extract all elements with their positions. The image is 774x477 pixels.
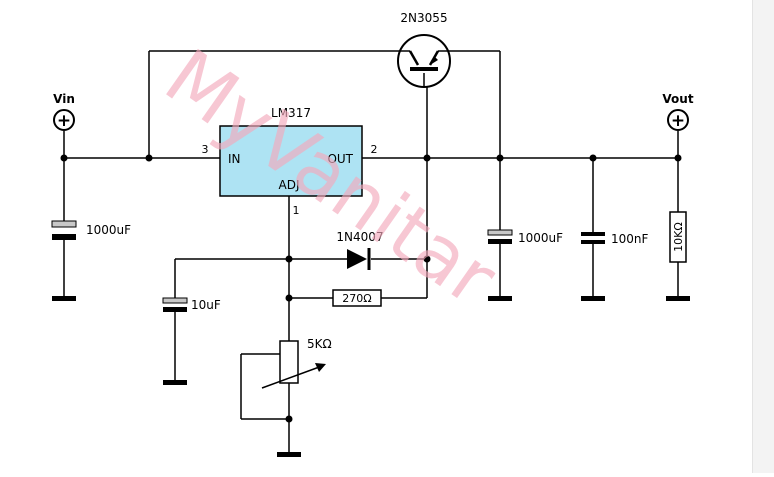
vout-label: Vout — [662, 92, 693, 106]
junction-dots — [60, 154, 682, 423]
lm317-pin-out: OUT — [327, 152, 353, 166]
vout-terminal: + Vout — [662, 92, 694, 131]
transistor-2n3055: 2N3055 — [396, 11, 452, 88]
lm317-pin-2: 2 — [371, 143, 378, 156]
resistor-load: 10KΩ — [669, 211, 687, 263]
vout-terminal-symbol: + — [671, 111, 685, 131]
capacitor-output-1: 1000uF — [487, 229, 563, 245]
resistor-ref-label: 270Ω — [342, 292, 371, 305]
capacitor-adj: 10uF — [162, 297, 221, 312]
lm317-label: LM317 — [271, 106, 311, 120]
ground-symbol — [488, 296, 512, 301]
ground-symbol — [581, 296, 605, 301]
scrollbar-panel — [752, 0, 774, 473]
lm317-pin-3: 3 — [202, 143, 209, 156]
vin-label: Vin — [53, 92, 75, 106]
ground-symbols — [52, 296, 690, 457]
resistor-ref: 270Ω — [332, 289, 382, 307]
watermark-text: MyVanitar — [150, 32, 513, 323]
vin-terminal-symbol: + — [57, 111, 71, 131]
ground-symbol — [666, 296, 690, 301]
vin-terminal: + Vin — [53, 92, 75, 131]
capacitor-input-label: 1000uF — [86, 223, 131, 237]
ground-symbol — [277, 452, 301, 457]
capacitor-output-2-label: 100nF — [611, 232, 649, 246]
lm317-pin-1: 1 — [293, 204, 300, 217]
lm317-regulator: LM317 IN OUT ADJ 3 2 1 — [202, 106, 378, 217]
schematic-diagram: + Vin + Vout 2N3055 LM317 IN OUT ADJ 3 2… — [51, 11, 694, 457]
wires — [63, 50, 679, 454]
resistor-load-label: 10KΩ — [672, 222, 685, 252]
potentiometer-5k: 5KΩ — [261, 337, 332, 389]
ground-symbol — [52, 296, 76, 301]
lm317-pin-in: IN — [228, 152, 241, 166]
capacitor-adj-label: 10uF — [191, 298, 221, 312]
capacitor-output-1-label: 1000uF — [518, 231, 563, 245]
capacitor-output-2: 100nF — [581, 232, 649, 246]
capacitor-input: 1000uF — [51, 220, 131, 240]
diode-1n4007: 1N4007 — [336, 230, 384, 270]
diode-label: 1N4007 — [336, 230, 383, 244]
potentiometer-label: 5KΩ — [307, 337, 332, 351]
transistor-label: 2N3055 — [400, 11, 447, 25]
watermark: MyVanitar — [150, 32, 513, 323]
ground-symbol — [163, 380, 187, 385]
lm317-pin-adj: ADJ — [279, 178, 300, 192]
